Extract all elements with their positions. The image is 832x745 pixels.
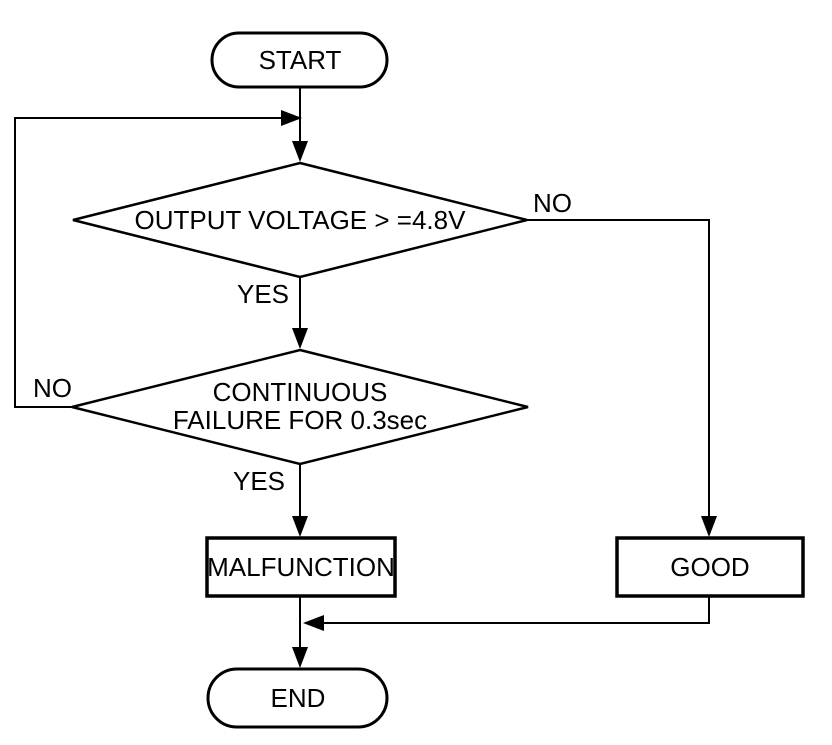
start-label: START — [259, 45, 342, 75]
decision1-node — [72, 161, 528, 279]
arrowhead-merge-junction — [303, 615, 324, 631]
arrowhead-feedback-junction — [281, 110, 302, 126]
arrowhead-into-decision2 — [292, 328, 308, 349]
label-decision1-yes: YES — [237, 279, 289, 309]
decision2-label-line2: FAILURE FOR 0.3sec — [173, 405, 427, 435]
malfunction-node — [205, 536, 397, 598]
malfunction-label: MALFUNCTION — [207, 552, 395, 582]
decision2-node — [71, 348, 529, 466]
edge-decision2-no-feedback — [14, 117, 281, 408]
good-node — [615, 536, 805, 598]
arrowhead-into-decision1 — [292, 141, 308, 162]
decision2-label-line1: CONTINUOUS — [213, 377, 388, 407]
good-label: GOOD — [670, 552, 749, 582]
edge-decision1-no-to-good — [527, 219, 710, 533]
end-label: END — [271, 683, 326, 713]
label-decision1-no: NO — [533, 188, 572, 218]
end-node — [206, 667, 389, 729]
start-node — [210, 31, 389, 89]
decision1-label: OUTPUT VOLTAGE > =4.8V — [135, 205, 467, 235]
label-decision2-yes: YES — [233, 466, 285, 496]
arrowhead-into-good — [701, 516, 717, 537]
arrowhead-into-end — [292, 647, 308, 668]
edge-good-to-merge — [323, 596, 710, 624]
label-decision2-no: NO — [33, 373, 72, 403]
arrowhead-into-malfunction — [292, 516, 308, 537]
